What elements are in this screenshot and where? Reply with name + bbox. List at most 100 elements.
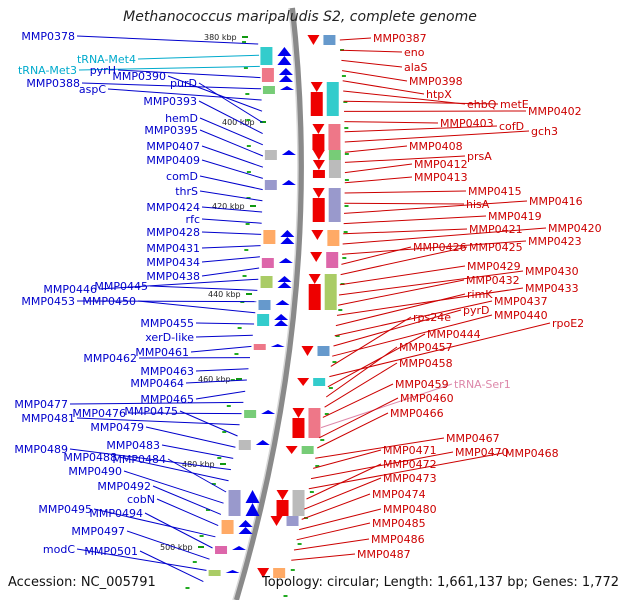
gene-label-pyrd: pyrD [463,304,490,317]
gene-label-mmp0480: MMP0480 [383,503,437,516]
gene-label-mmp0378: MMP0378 [21,30,75,43]
gene-label-hisa: hisA [466,198,490,211]
gene-label-mmp0421: MMP0421 [469,223,523,236]
gene-label-mmp0402: MMP0402 [528,105,582,118]
leader-line [201,256,260,263]
gene-block [301,446,314,454]
gene-label-mmp0419: MMP0419 [488,210,542,223]
gene-label-mmp0470: MMP0470 [455,446,509,459]
gene-block [326,82,339,116]
gene-label-mmp0413: MMP0413 [414,171,468,184]
leader-line [117,69,261,79]
leader-line [76,300,257,303]
gene-arrow-right-strand [301,346,314,356]
gene-label-mmp0429: MMP0429 [467,260,521,273]
gene-block [238,440,251,450]
leader-line [342,240,527,255]
leader-line [293,538,370,551]
gene-arrow-right-strand [310,252,323,262]
gene-arrow-left-strand [261,410,276,414]
gene-block [308,284,321,310]
gene-block [258,300,271,310]
gene-block [312,170,325,178]
genome-backbone-highlight [232,7,299,600]
gene-arrow-left-strand [280,230,295,237]
gene-label-mmp0415: MMP0415 [468,185,522,198]
gene-label-hemd: hemD [165,112,198,125]
leader-line [340,49,403,53]
gene-label-mmp0489: MMP0489 [14,443,68,456]
leader-line [69,401,244,405]
gene-label-mmp0486: MMP0486 [371,533,425,546]
gene-label-mmp0501: MMP0501 [84,545,138,558]
leader-line [336,287,524,316]
gene-label-xerd-like: xerD-like [145,331,194,344]
gene-label-mmp0420: MMP0420 [548,222,602,235]
gene-label-mmp0475: MMP0475 [124,405,178,418]
gene-block [264,180,277,190]
gene-label-mmp0445: MMP0445 [94,280,148,293]
scale-label-380-kbp: 380 kbp [204,33,237,42]
gene-block [264,150,277,160]
leader-line [341,59,403,68]
gene-block [312,198,325,222]
leader-line [118,456,229,482]
leader-line [137,300,256,314]
leader-line [201,145,264,168]
feature-tracks [208,35,341,578]
leader-line [161,444,234,459]
gene-label-mmp0490: MMP0490 [68,465,122,478]
leader-line [296,522,371,541]
leader-line [195,322,255,325]
gene-block [317,346,330,356]
gene-label-mmp0393: MMP0393 [143,95,197,108]
leader-line [342,227,547,245]
leader-line [340,246,468,276]
gene-label-mmp0407: MMP0407 [146,140,200,153]
gene-block [286,516,299,526]
gene-block [276,500,289,516]
leader-line [137,54,260,60]
leader-line [199,175,263,191]
gene-block [228,490,241,516]
leader-line [201,267,260,277]
gene-label-purd: purD [170,77,197,90]
gene-label-mmp0390: MMP0390 [112,70,166,83]
gene-label-mmp0457: MMP0457 [399,341,453,354]
gene-block [328,150,341,160]
gene-label-mmp0458: MMP0458 [399,357,453,370]
leader-line [195,390,246,400]
gene-arrow-right-strand [312,160,325,170]
gene-block [208,570,221,576]
leader-line [185,379,247,384]
gene-label-mmp0473: MMP0473 [383,472,437,485]
gene-label-rpoe2: rpoE2 [552,317,584,330]
gene-arrow-left-strand [270,344,285,347]
leader-line [344,130,530,143]
gene-arrow-right-strand [285,446,298,454]
gene-block [313,378,326,386]
gene-label-mmp0434: MMP0434 [146,256,200,269]
gene-label-mmp0438: MMP0438 [146,270,200,283]
gene-arrow-left-strand [278,75,293,82]
leader-line [152,485,222,515]
leader-line [338,270,524,296]
gene-label-mete: metE [500,98,529,111]
leader-line [76,548,207,571]
gene-label-mmp0424: MMP0424 [146,201,200,214]
gene-arrow-left-strand [277,282,292,288]
gene-label-mmp0471: MMP0471 [383,444,437,457]
leader-line [201,159,263,179]
leader-line [201,245,261,249]
leader-line [78,65,260,71]
gene-block [326,252,339,268]
leader-line [123,470,224,504]
leader-line [341,70,408,82]
gene-label-mmp0495: MMP0495 [38,503,92,516]
leader-line [343,215,487,225]
gene-label-mmp0412: MMP0412 [414,158,468,171]
figure-title: Methanococcus maripaludis S2, complete g… [123,9,477,25]
leader-line [76,417,240,426]
gene-label-mmp0497: MMP0497 [71,525,125,538]
